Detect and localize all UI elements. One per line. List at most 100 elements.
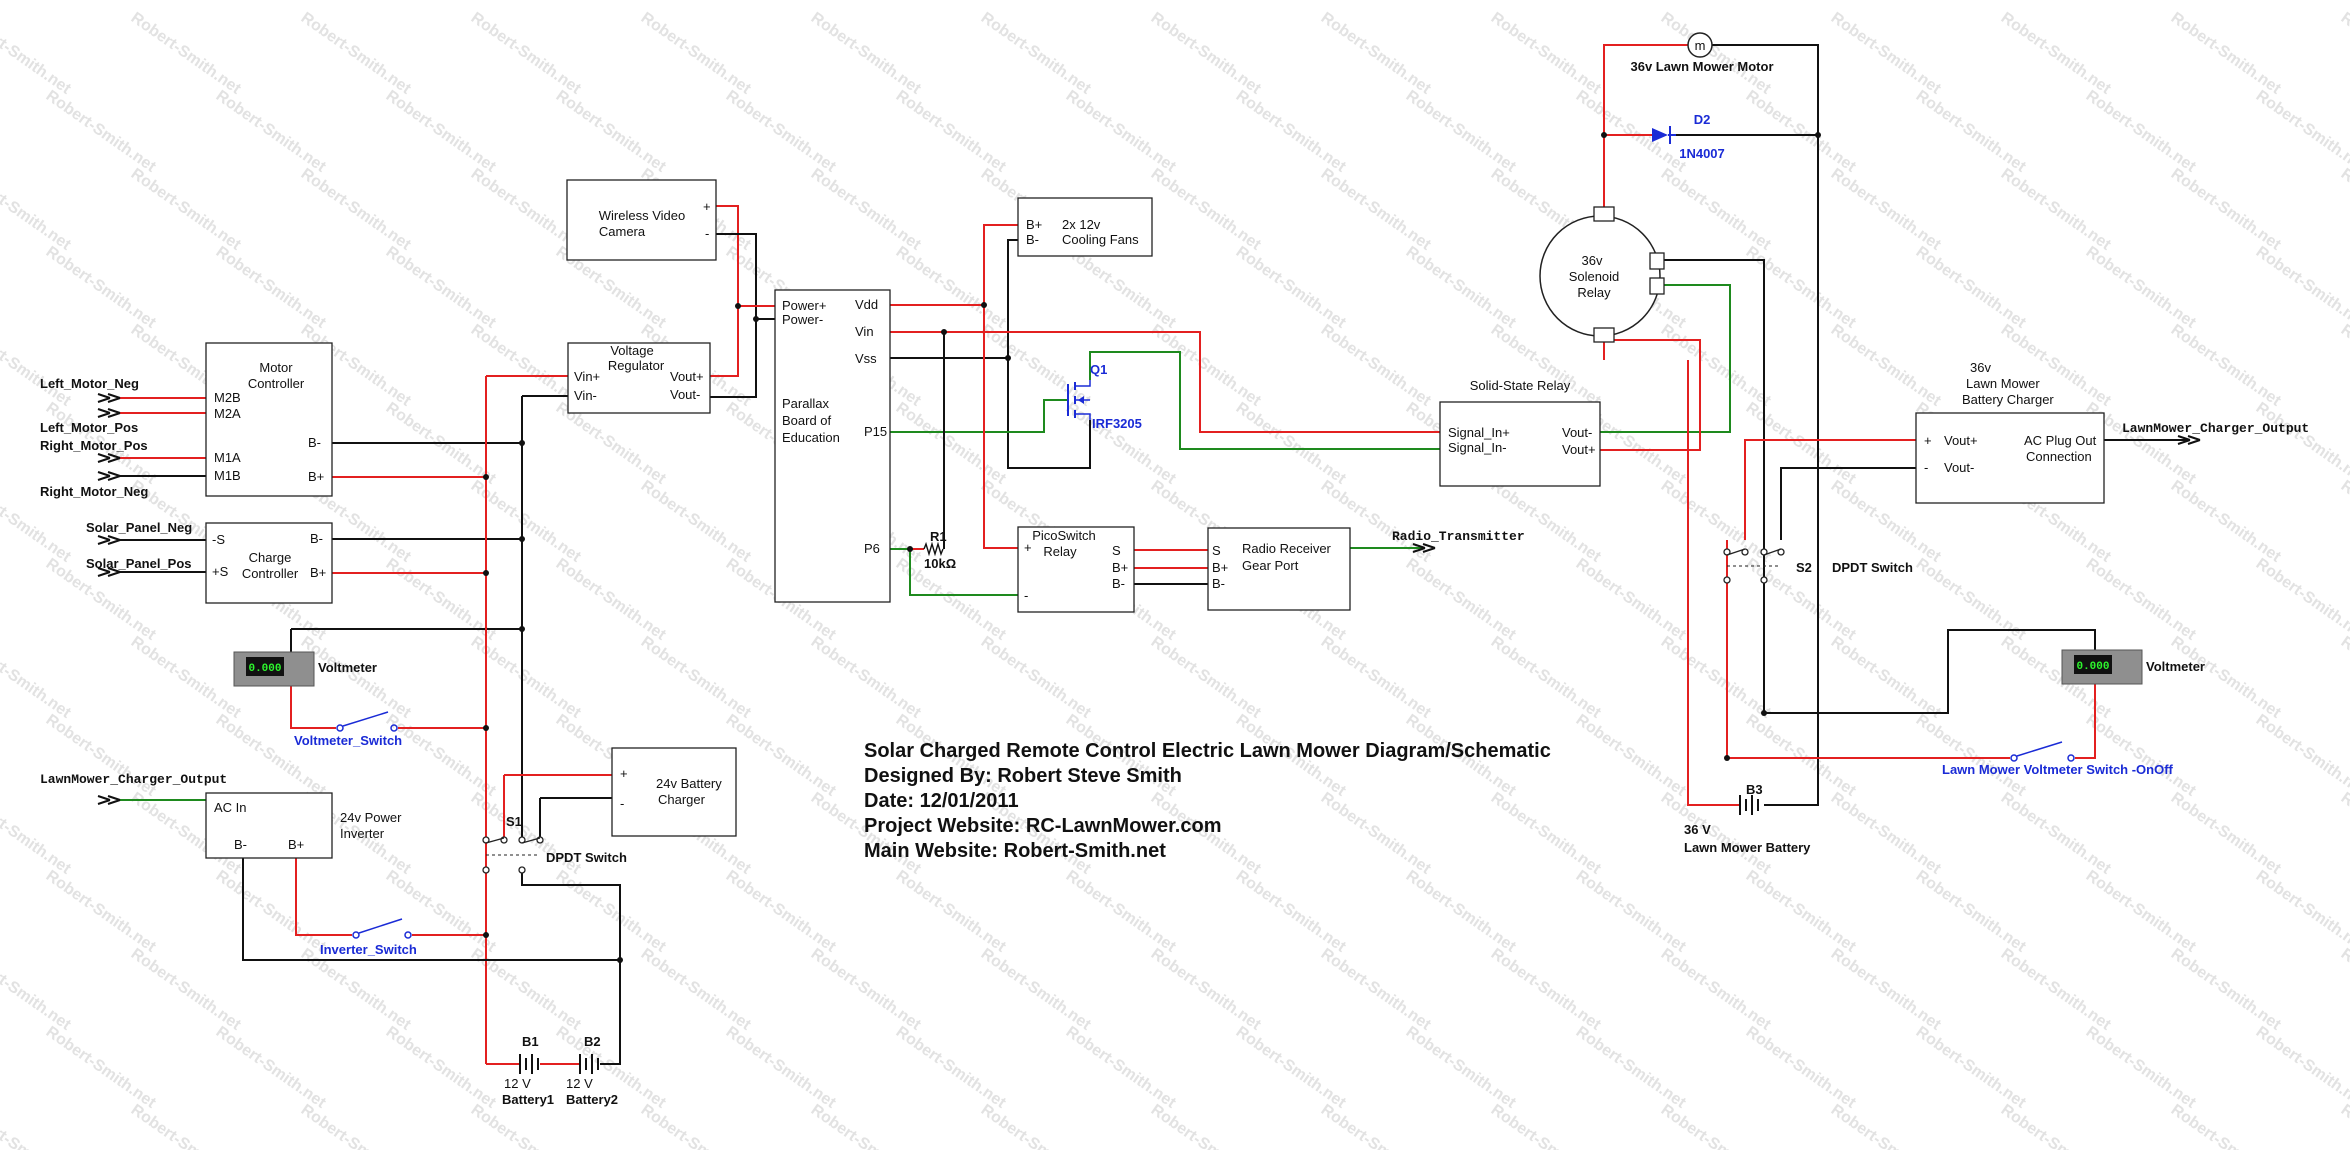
dpdt-switch-s2[interactable]: S2 DPDT Switch bbox=[1723, 548, 1913, 584]
watermark-text: Robert-Smith.net bbox=[893, 87, 1010, 176]
svg-text:Q1: Q1 bbox=[1090, 362, 1107, 377]
svg-text:Lawn Mower Voltmeter Switch -O: Lawn Mower Voltmeter Switch -OnOff bbox=[1942, 762, 2174, 777]
watermark-text: Robert-Smith.net bbox=[893, 867, 1010, 956]
watermark-text: Robert-Smith.net bbox=[2338, 9, 2350, 98]
watermark-text: Robert-Smith.net bbox=[1998, 945, 2115, 1034]
watermark-text: Robert-Smith.net bbox=[1658, 477, 1775, 566]
left-motor-neg-connector: Left_Motor_Neg bbox=[40, 376, 139, 403]
svg-text:Regulator: Regulator bbox=[608, 358, 665, 373]
watermark-text: Robert-Smith.net bbox=[2338, 789, 2350, 878]
svg-text:Solar_Panel_Neg: Solar_Panel_Neg bbox=[86, 520, 192, 535]
diode-d2: D2 1N4007 bbox=[1652, 112, 1725, 161]
watermark-text: Robert-Smith.net bbox=[2083, 243, 2200, 332]
svg-text:Power+: Power+ bbox=[782, 298, 826, 313]
watermark-text: Robert-Smith.net bbox=[1658, 1101, 1775, 1150]
svg-text:B-: B- bbox=[1026, 232, 1039, 247]
watermark-text: Robert-Smith.net bbox=[0, 9, 74, 98]
svg-text:Motor: Motor bbox=[259, 360, 293, 375]
svg-text:P6: P6 bbox=[864, 541, 880, 556]
svg-text:B+: B+ bbox=[1212, 560, 1228, 575]
watermark-text: Robert-Smith.net bbox=[1148, 165, 1265, 254]
watermark-text: Robert-Smith.net bbox=[1573, 711, 1690, 800]
watermark-text: Robert-Smith.net bbox=[1573, 87, 1690, 176]
watermark-text: Robert-Smith.net bbox=[2168, 321, 2285, 410]
svg-text:Connection: Connection bbox=[2026, 449, 2092, 464]
lawn-mower-voltmeter-switch[interactable]: Lawn Mower Voltmeter Switch -OnOff bbox=[1942, 741, 2174, 777]
watermark-text: Robert-Smith.net bbox=[638, 633, 755, 722]
svg-text:+: + bbox=[1024, 540, 1032, 555]
svg-text:Vout-: Vout- bbox=[1944, 460, 1974, 475]
resistor-r1: R1 10kΩ bbox=[923, 529, 956, 571]
watermark-text: Robert-Smith.net bbox=[298, 9, 415, 98]
svg-text:12 V: 12 V bbox=[504, 1076, 531, 1091]
svg-text:Vout-: Vout- bbox=[670, 387, 700, 402]
watermark-text: Robert-Smith.net bbox=[1233, 867, 1350, 956]
solar-panel-pos-connector: Solar_Panel_Pos bbox=[86, 556, 192, 577]
voltmeter-switch[interactable]: Voltmeter_Switch bbox=[294, 711, 402, 748]
watermark-text: Robert-Smith.net bbox=[2253, 867, 2350, 956]
watermark-text: Robert-Smith.net bbox=[298, 633, 415, 722]
watermark-text: Robert-Smith.net bbox=[1318, 1101, 1435, 1150]
svg-text:P15: P15 bbox=[864, 424, 887, 439]
watermark-text: Robert-Smith.net bbox=[1403, 555, 1520, 644]
svg-text:S1: S1 bbox=[506, 814, 522, 829]
watermark-text: Robert-Smith.net bbox=[1233, 1023, 1350, 1112]
watermark-text: Robert-Smith.net bbox=[1913, 243, 2030, 332]
watermark-text: Robert-Smith.net bbox=[1148, 1101, 1265, 1150]
watermark-text: Robert-Smith.net bbox=[1998, 1101, 2115, 1150]
watermark-text: Robert-Smith.net bbox=[2253, 1023, 2350, 1112]
watermark-text: Robert-Smith.net bbox=[2168, 9, 2285, 98]
watermark-text: Robert-Smith.net bbox=[0, 165, 74, 254]
watermark-text: Robert-Smith.net bbox=[1318, 945, 1435, 1034]
svg-text:-: - bbox=[1924, 460, 1928, 475]
watermark-text: Robert-Smith.net bbox=[1913, 87, 2030, 176]
watermark-text: Robert-Smith.net bbox=[2083, 711, 2200, 800]
inverter-switch[interactable]: Inverter_Switch bbox=[320, 918, 417, 957]
watermark-text: Robert-Smith.net bbox=[638, 945, 755, 1034]
watermark-text: Robert-Smith.net bbox=[1913, 1023, 2030, 1112]
watermark-text: Robert-Smith.net bbox=[1743, 399, 1860, 488]
watermark-text: Robert-Smith.net bbox=[43, 87, 160, 176]
watermark-text: Robert-Smith.net bbox=[213, 87, 330, 176]
watermark-text: Robert-Smith.net bbox=[2083, 867, 2200, 956]
svg-text:Vout+: Vout+ bbox=[670, 369, 704, 384]
watermark-text: Robert-Smith.net bbox=[298, 945, 415, 1034]
svg-text:B1: B1 bbox=[522, 1034, 539, 1049]
svg-text:Vin-: Vin- bbox=[574, 388, 597, 403]
watermark-text: Robert-Smith.net bbox=[1318, 321, 1435, 410]
svg-text:Cooling Fans: Cooling Fans bbox=[1062, 232, 1139, 247]
svg-text:Relay: Relay bbox=[1043, 544, 1077, 559]
watermark-text: Robert-Smith.net bbox=[213, 1023, 330, 1112]
svg-text:M1A: M1A bbox=[214, 450, 241, 465]
watermark-text: Robert-Smith.net bbox=[2253, 555, 2350, 644]
watermark-text: Robert-Smith.net bbox=[383, 1023, 500, 1112]
voltage-regulator: Voltage Regulator Vin+ Vin- Vout+ Vout- bbox=[567, 342, 711, 414]
watermark-text: Robert-Smith.net bbox=[1488, 477, 1605, 566]
voltmeter-right: 0.000 Voltmeter bbox=[2061, 649, 2205, 685]
watermark-text: Robert-Smith.net bbox=[2253, 87, 2350, 176]
watermark-text: Robert-Smith.net bbox=[553, 87, 670, 176]
watermark-text: Robert-Smith.net bbox=[723, 1023, 840, 1112]
svg-text:-: - bbox=[620, 796, 624, 811]
watermark-text: Robert-Smith.net bbox=[893, 243, 1010, 332]
watermark-text: Robert-Smith.net bbox=[2338, 477, 2350, 566]
wireless-video-camera: Wireless Video Camera + - bbox=[566, 179, 717, 261]
svg-text:Wireless Video: Wireless Video bbox=[599, 208, 685, 223]
dpdt-switch-s1[interactable]: S1 DPDT Switch bbox=[482, 814, 627, 874]
watermark-text: Robert-Smith.net bbox=[468, 9, 585, 98]
svg-text:D2: D2 bbox=[1694, 112, 1711, 127]
svg-text:Left_Motor_Pos: Left_Motor_Pos bbox=[40, 420, 138, 435]
svg-text:S: S bbox=[1212, 543, 1221, 558]
mower-battery-charger: 36v Lawn Mower Battery Charger + - Vout+… bbox=[1915, 360, 2105, 504]
svg-text:12 V: 12 V bbox=[566, 1076, 593, 1091]
watermark-text: Robert-Smith.net bbox=[1828, 633, 1945, 722]
watermark-text: Robert-Smith.net bbox=[2168, 789, 2285, 878]
watermark-text: Robert-Smith.net bbox=[1318, 165, 1435, 254]
solar-panel-neg-connector: Solar_Panel_Neg bbox=[86, 520, 192, 545]
watermark-text: Robert-Smith.net bbox=[723, 711, 840, 800]
watermark-text: Robert-Smith.net bbox=[978, 1101, 1095, 1150]
svg-text:Battery Charger: Battery Charger bbox=[1962, 392, 2054, 407]
watermark-text: Robert-Smith.net bbox=[1658, 633, 1775, 722]
lawn-mower-motor: m 36v Lawn Mower Motor bbox=[1630, 32, 1774, 74]
svg-text:Signal_In+: Signal_In+ bbox=[1448, 425, 1510, 440]
